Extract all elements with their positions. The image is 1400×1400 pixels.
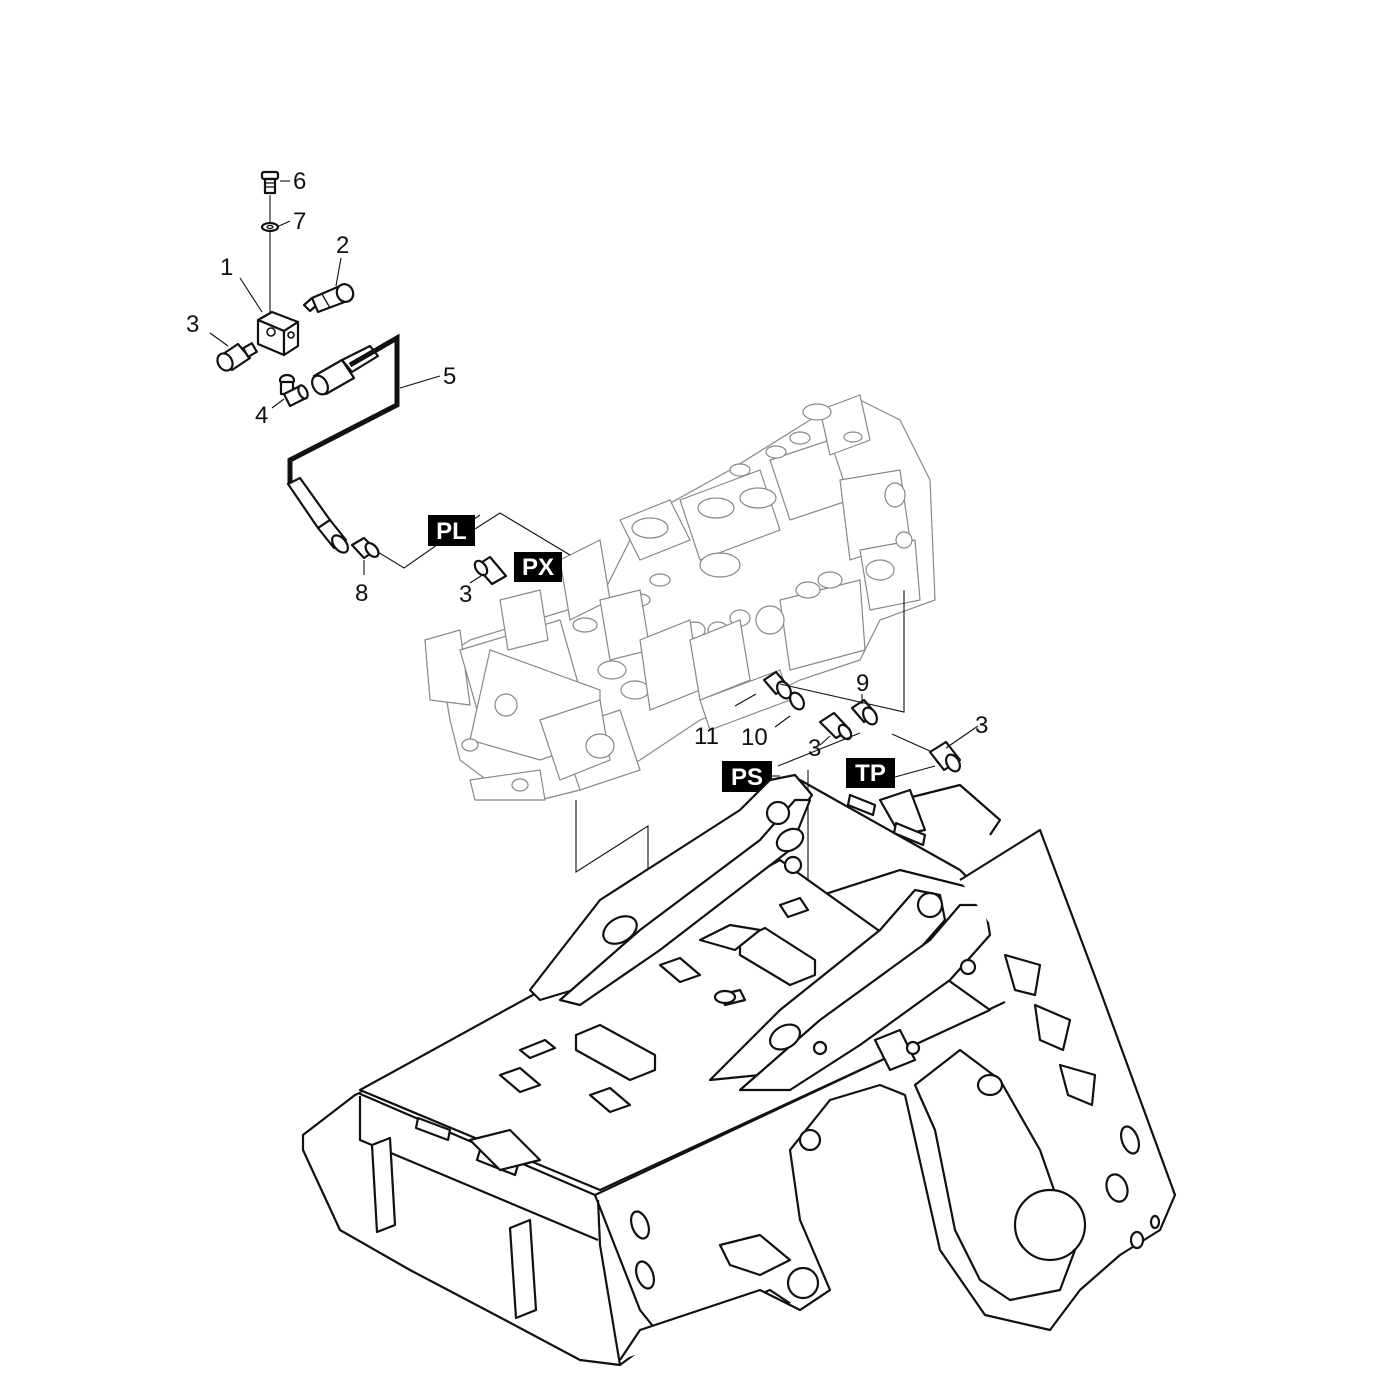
callout-3-px: 3 [459,581,472,608]
port-label-tp: TP [855,760,886,787]
callout-5: 5 [443,363,456,390]
fitting-part-3-right [928,740,962,773]
port-tag-px: PX [514,552,562,582]
main-frame-chassis [301,773,1177,1367]
callout-4: 4 [255,402,268,429]
adapter-part-8 [350,536,380,560]
fitting-part-3-px [473,555,508,586]
port-label-px: PX [522,554,554,581]
port-label-pl: PL [436,518,467,545]
screw-part-6 [260,170,280,195]
port-tag-ps: PS [722,761,772,792]
callout-9: 9 [856,670,869,697]
callout-11: 11 [694,723,719,750]
port-tag-pl: PL [428,515,475,546]
oring-part-10 [789,691,805,711]
elbow-fitting-part-4 [278,373,309,408]
callout-3-left: 3 [186,311,199,338]
callout-2: 2 [336,232,349,259]
callout-3-mid: 3 [808,735,821,762]
hose-part-5 [286,333,400,554]
callout-numbers: 6 7 2 1 3 5 4 8 3 9 3 11 10 3 [186,168,988,762]
fitting-part-3-mid [818,711,853,741]
callout-8: 8 [355,580,368,607]
port-tag-tp: TP [846,758,895,788]
fitting-part-3-left [216,342,258,372]
fitting-part-9 [850,698,878,726]
callout-6: 6 [293,168,306,195]
pressure-switch-part-2 [302,283,355,314]
manifold-block-part-1 [256,310,300,357]
callout-1: 1 [220,254,233,281]
control-valve-assembly [424,394,936,801]
callout-7: 7 [293,208,306,235]
callout-3-right: 3 [975,712,988,739]
port-label-ps: PS [731,764,763,791]
washer-part-7 [260,221,280,233]
callout-10: 10 [741,724,768,751]
